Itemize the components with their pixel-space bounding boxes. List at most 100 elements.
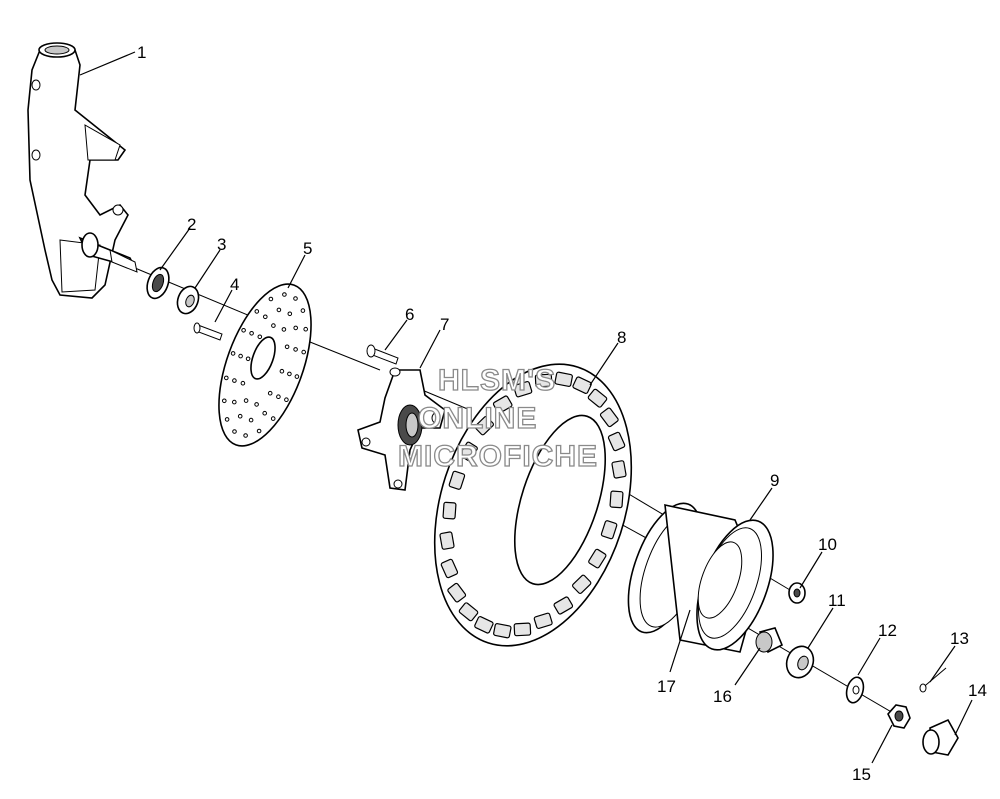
tire-tread-block bbox=[609, 490, 624, 509]
callout-5: 5 bbox=[303, 239, 312, 258]
disc-hole bbox=[293, 325, 299, 331]
disc-hole bbox=[284, 397, 289, 403]
part-6-bolt bbox=[366, 344, 399, 365]
callout-9: 9 bbox=[770, 471, 779, 490]
tire-tread-block bbox=[442, 501, 457, 520]
disc-hole bbox=[301, 349, 307, 355]
disc-hole bbox=[238, 353, 243, 359]
disc-hole bbox=[254, 309, 260, 314]
callout-7: 7 bbox=[440, 315, 449, 334]
tire-tread-block bbox=[493, 623, 512, 639]
tire-tread-block bbox=[448, 470, 466, 490]
disc-hole bbox=[263, 314, 268, 320]
tire-tread-block bbox=[572, 574, 592, 594]
callout-3: 3 bbox=[217, 235, 226, 254]
tire-tread-block bbox=[553, 596, 574, 615]
disc-hole bbox=[245, 356, 251, 362]
disc-hole bbox=[248, 417, 254, 423]
tire-tread-block bbox=[587, 388, 608, 408]
tire-tread-block bbox=[554, 371, 573, 387]
callout-17: 17 bbox=[657, 677, 676, 696]
tire-tread-block bbox=[439, 531, 455, 550]
watermark-line-1: HLSM'S bbox=[438, 364, 556, 397]
disc-hole bbox=[243, 433, 248, 438]
callout-14: 14 bbox=[968, 681, 987, 700]
disc-hole bbox=[243, 398, 249, 403]
part-9-rim-outer bbox=[664, 503, 774, 653]
callout-15: 15 bbox=[852, 765, 871, 784]
callout-8: 8 bbox=[617, 328, 626, 347]
watermark: HLSM'S ONLINE MICROFICHE bbox=[397, 363, 598, 473]
disc-hole bbox=[300, 308, 306, 313]
watermark-line-2: ONLINE bbox=[418, 402, 537, 435]
tire-tread-block bbox=[440, 558, 459, 579]
disc-hole bbox=[232, 429, 237, 434]
disc-hole bbox=[281, 327, 287, 332]
part-11-spacer bbox=[785, 645, 815, 679]
tire-tread-block bbox=[513, 622, 532, 637]
tire-tread-block bbox=[474, 416, 494, 436]
disc-hole bbox=[271, 323, 276, 328]
leader-lines bbox=[79, 51, 973, 764]
part-2-seal bbox=[146, 266, 170, 300]
callout-13: 13 bbox=[950, 629, 969, 648]
disc-hole bbox=[256, 428, 262, 434]
disc-hole bbox=[230, 351, 236, 356]
disc-hole bbox=[241, 328, 246, 333]
tire-tread-block bbox=[447, 582, 467, 603]
tire-tread-block bbox=[513, 381, 533, 398]
tire-tread-block bbox=[492, 395, 513, 414]
tire-tread-block bbox=[534, 373, 553, 388]
callout-1: 1 bbox=[137, 43, 146, 62]
callout-2: 2 bbox=[187, 215, 196, 234]
part-10-nut bbox=[788, 582, 806, 604]
disc-hole bbox=[293, 296, 298, 301]
tire-tread-block bbox=[611, 460, 627, 479]
disc-hole bbox=[222, 398, 227, 404]
tire-tread-block bbox=[572, 376, 592, 394]
callout-11: 11 bbox=[828, 591, 846, 610]
tire-tread-block bbox=[600, 520, 618, 540]
disc-hole bbox=[287, 311, 293, 317]
disc-hole bbox=[267, 390, 273, 396]
part-16-bearing bbox=[755, 627, 784, 654]
tire-tread-block bbox=[533, 612, 553, 629]
disc-hole bbox=[282, 292, 287, 297]
callout-4: 4 bbox=[230, 275, 239, 294]
callout-6: 6 bbox=[405, 305, 414, 324]
disc-hole bbox=[294, 374, 300, 379]
part-14-dust-cap bbox=[922, 718, 959, 756]
disc-hole bbox=[293, 347, 298, 352]
disc-hole bbox=[232, 378, 237, 383]
callout-10: 10 bbox=[818, 535, 837, 554]
disc-hole bbox=[240, 380, 246, 386]
tire-tread-block bbox=[607, 431, 626, 452]
disc-hole bbox=[262, 410, 268, 416]
tire-tread-block bbox=[459, 441, 478, 462]
disc-hole bbox=[276, 307, 282, 313]
tire-tread-block bbox=[599, 407, 619, 428]
part-13-cotter-pin bbox=[919, 667, 947, 693]
part-7-hub bbox=[357, 367, 446, 491]
disc-hole bbox=[249, 331, 254, 336]
disc-hole bbox=[270, 416, 276, 421]
part-8-tire bbox=[433, 363, 633, 647]
part-15-castle-nut bbox=[887, 704, 911, 729]
part-1-steering-knuckle bbox=[27, 42, 138, 299]
disc-hole bbox=[254, 402, 259, 407]
disc-hole bbox=[232, 399, 237, 405]
callout-16: 16 bbox=[713, 687, 732, 706]
part-12-washer bbox=[845, 676, 865, 704]
part-4-bolt bbox=[193, 322, 223, 341]
callout-labels: 1 2 3 4 5 6 7 8 9 10 11 12 13 14 15 16 1… bbox=[137, 43, 987, 784]
disc-hole bbox=[257, 334, 263, 340]
tire-tread-block bbox=[588, 548, 607, 569]
tire-tread-block bbox=[458, 602, 479, 622]
part-3-bearing bbox=[176, 285, 200, 315]
watermark-line-3: MICROFICHE bbox=[398, 440, 598, 473]
part-5-brake-disc bbox=[218, 283, 312, 447]
disc-hole bbox=[279, 368, 285, 374]
disc-hole bbox=[276, 394, 281, 400]
tire-tread-block bbox=[474, 616, 494, 634]
